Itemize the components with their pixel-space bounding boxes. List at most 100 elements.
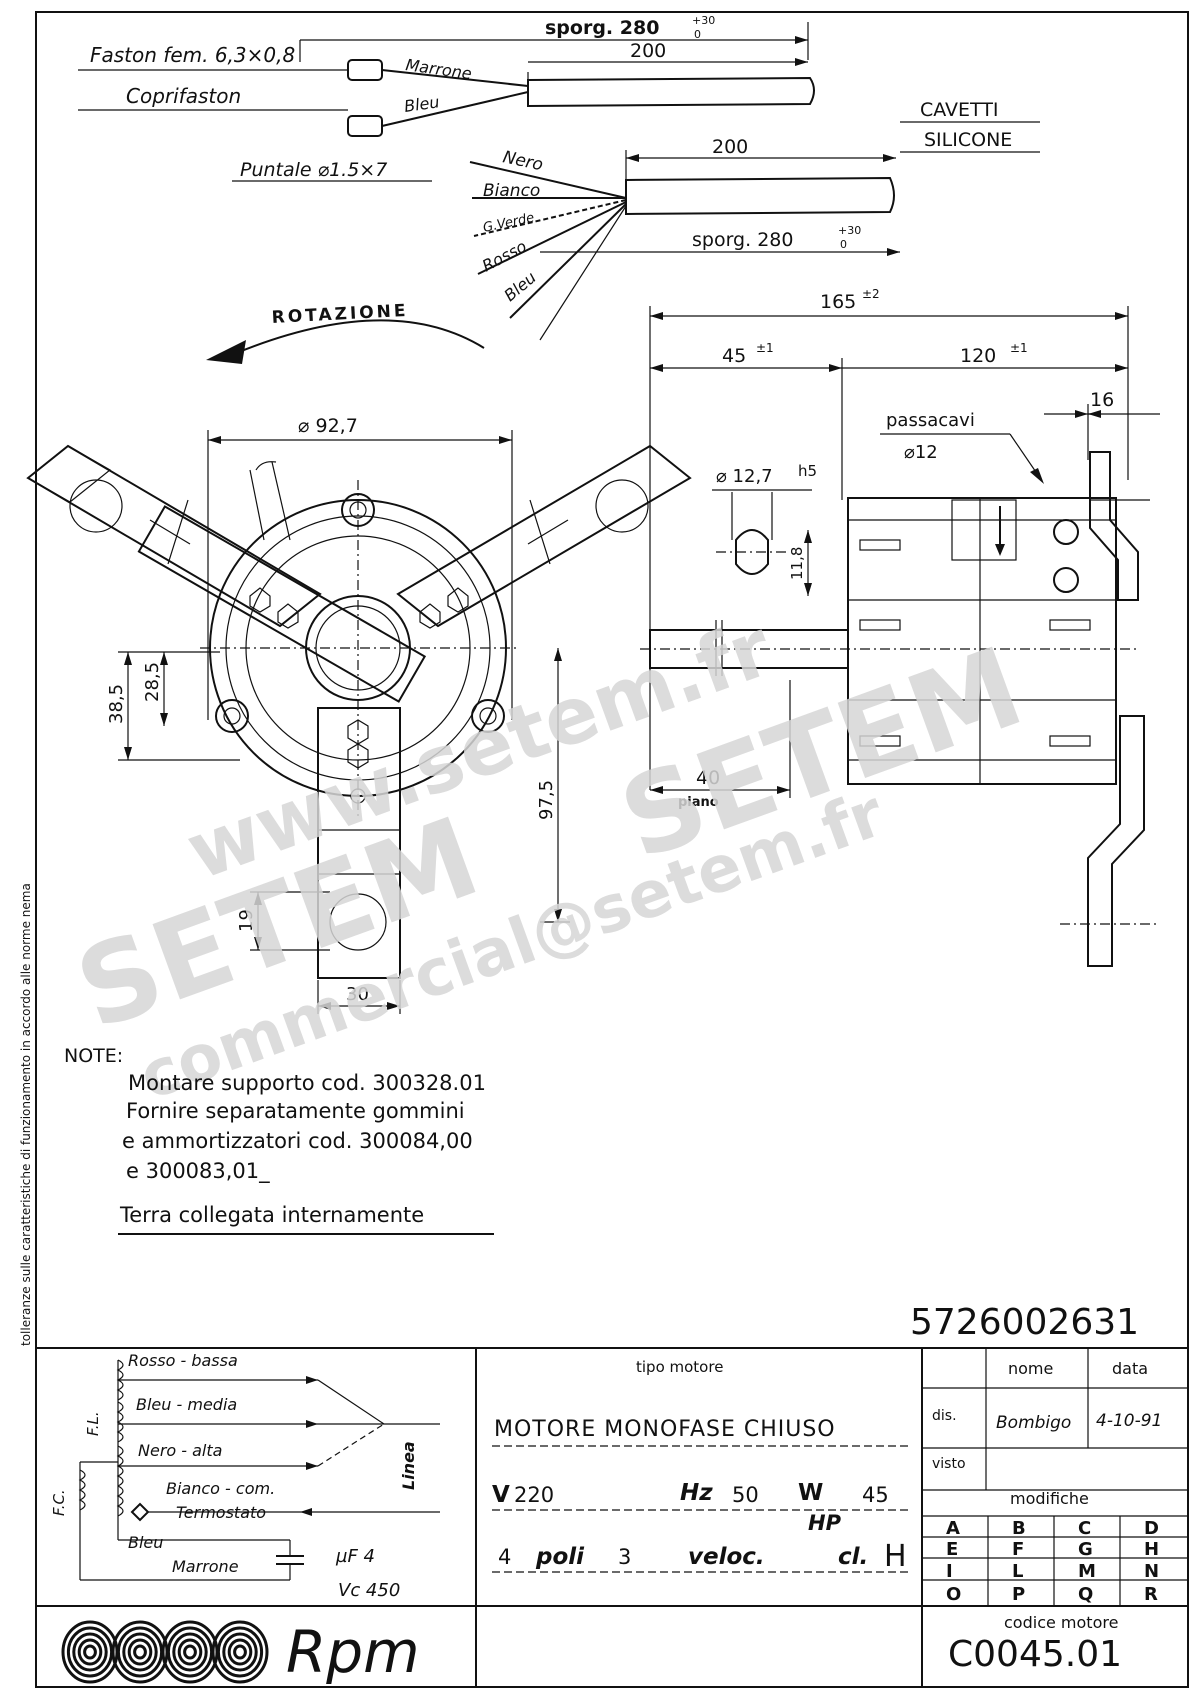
logo-coil-ring	[122, 1632, 158, 1672]
tipo-label: tipo motore	[636, 1358, 723, 1376]
wire-gverde-label: G.Verde	[482, 210, 536, 235]
modifiche-letter: L	[1012, 1561, 1023, 1582]
data-label: data	[1112, 1359, 1148, 1378]
wiring-bleu-media: Bleu - media	[136, 1395, 237, 1414]
modifiche-letter: M	[1078, 1561, 1096, 1582]
logo-coil-ring	[227, 1638, 253, 1666]
modifiche-letter: A	[946, 1518, 960, 1539]
wiring-bleu: Bleu	[128, 1533, 163, 1552]
front-diameter-label: ⌀ 92,7	[298, 415, 358, 437]
modifiche-letter: B	[1012, 1518, 1026, 1539]
cable-type-note: CAVETTI SILICONE	[900, 99, 1040, 153]
shaft-diameter-label: ⌀ 12,7	[716, 466, 773, 487]
passacavi-label: passacavi	[886, 410, 975, 431]
wire-bleu2-label: Bleu	[500, 268, 539, 305]
codice-value: C0045.01	[948, 1634, 1122, 1675]
logo-coil-ring	[183, 1644, 197, 1660]
bracket-bottom-arm	[317, 707, 401, 979]
drawing-date: 4-10-91	[1096, 1411, 1162, 1431]
tipo-value: MOTORE MONOFASE CHIUSO	[494, 1417, 836, 1442]
logo-coil-ring	[77, 1638, 103, 1666]
wiring-rosso-bassa: Rosso - bassa	[128, 1351, 238, 1370]
piano-label: piano	[678, 795, 719, 810]
front-view: ⌀ 92,7	[26, 415, 692, 1014]
signature: Bombigo	[996, 1413, 1071, 1433]
top-cable-group: sporg. 280 +30 0 200 Faston fem. 6,3×0,8…	[78, 14, 815, 137]
logo-coil-ring	[111, 1620, 169, 1684]
dim-38-5: 38,5	[106, 684, 127, 724]
dis-label: dis.	[932, 1408, 957, 1424]
dim-30: 30	[346, 984, 369, 1005]
side-view: 165 ±2 45 ±1 120 ±1 16 passacavi ⌀12 ⌀ 1…	[640, 287, 1160, 967]
note-line-4: e 300083,01_	[126, 1159, 270, 1184]
poli-value: 4	[498, 1545, 511, 1569]
bracket-left	[137, 505, 427, 703]
hz-value: 50	[732, 1483, 759, 1507]
dim-28-5: 28,5	[142, 662, 163, 702]
shaft-section	[735, 529, 769, 575]
svg-text:+30: +30	[692, 14, 715, 27]
wiring-bianco-com: Bianco - com.	[166, 1479, 275, 1498]
coprifaston-label: Coprifaston	[126, 84, 241, 108]
side-bracket-bottom	[1087, 715, 1145, 967]
modifiche-letter: E	[946, 1539, 958, 1560]
svg-text:0: 0	[694, 28, 701, 41]
tolerance-side-note: tolleranze sulle caratteristiche di funz…	[19, 883, 33, 1346]
flat-dim: 11,8	[788, 547, 806, 580]
v-label: V	[492, 1482, 510, 1508]
veloc-label: veloc.	[688, 1544, 765, 1570]
svg-text:h5: h5	[798, 462, 817, 480]
passacavi-diameter: ⌀12	[904, 442, 938, 463]
dim-19: 19	[236, 909, 257, 932]
logo-coil-ring	[83, 1644, 97, 1660]
dim-165: 165	[820, 291, 856, 313]
dim-16: 16	[1090, 389, 1114, 411]
wiring-diagram: Rosso - bassa Bleu - media Nero - alta B…	[50, 1351, 440, 1601]
top-sporg-label: sporg. 280	[545, 17, 659, 39]
svg-text:0: 0	[840, 238, 847, 251]
wiring-nero-alta: Nero - alta	[138, 1441, 222, 1460]
modifiche-letter: C	[1078, 1518, 1091, 1539]
wiring-marrone: Marrone	[172, 1557, 239, 1576]
w-label: W	[798, 1480, 823, 1506]
logo-coil-graphic	[61, 1620, 269, 1684]
svg-text:SILICONE: SILICONE	[924, 129, 1012, 151]
wire-bianco-label: Bianco	[483, 181, 540, 201]
v-value: 220	[514, 1483, 554, 1507]
puntale-label: Puntale ⌀1.5×7	[240, 159, 387, 181]
logo-coil-ring	[233, 1644, 247, 1660]
top-length-label: 200	[630, 40, 666, 62]
top-cable-sheath	[527, 76, 815, 108]
notes-heading: NOTE:	[64, 1045, 123, 1067]
svg-text:±1: ±1	[756, 341, 774, 355]
logo-coil-ring	[211, 1620, 269, 1684]
mid-cable-sheath	[625, 176, 895, 216]
faston-label: Faston fem. 6,3×0,8	[90, 43, 295, 67]
logo-coil-ring	[172, 1632, 208, 1672]
wire-rosso-label: Rosso	[479, 236, 530, 275]
veloc-value: 3	[618, 1545, 631, 1569]
hp-label: HP	[808, 1511, 842, 1535]
logo-text: Rpm	[286, 1618, 420, 1686]
dim-45: 45	[722, 345, 746, 367]
svg-text:±1: ±1	[1010, 341, 1028, 355]
dim-120: 120	[960, 345, 996, 367]
modifiche-letter: D	[1144, 1518, 1159, 1539]
modifiche-letter: Q	[1078, 1584, 1093, 1605]
cl-label: cl.	[838, 1544, 868, 1570]
bracket-left-arm	[26, 444, 322, 628]
rpm-logo: Rpm	[61, 1618, 420, 1686]
logo-coil-ring	[127, 1638, 153, 1666]
wiring-fc: F.C.	[50, 1489, 68, 1516]
note-line-3: e ammortizzatori cod. 300084,00	[122, 1129, 473, 1153]
dim-97-5: 97,5	[536, 780, 557, 820]
logo-coil-ring	[177, 1638, 203, 1666]
drawing-border	[35, 11, 1189, 1688]
cap-vc: Vc 450	[338, 1580, 400, 1601]
wiring-fl: F.L.	[84, 1411, 102, 1436]
notes-block: NOTE: Montare supporto cod. 300328.01 Fo…	[64, 1045, 494, 1235]
logo-coil-ring	[222, 1632, 258, 1672]
w-value: 45	[862, 1483, 889, 1507]
